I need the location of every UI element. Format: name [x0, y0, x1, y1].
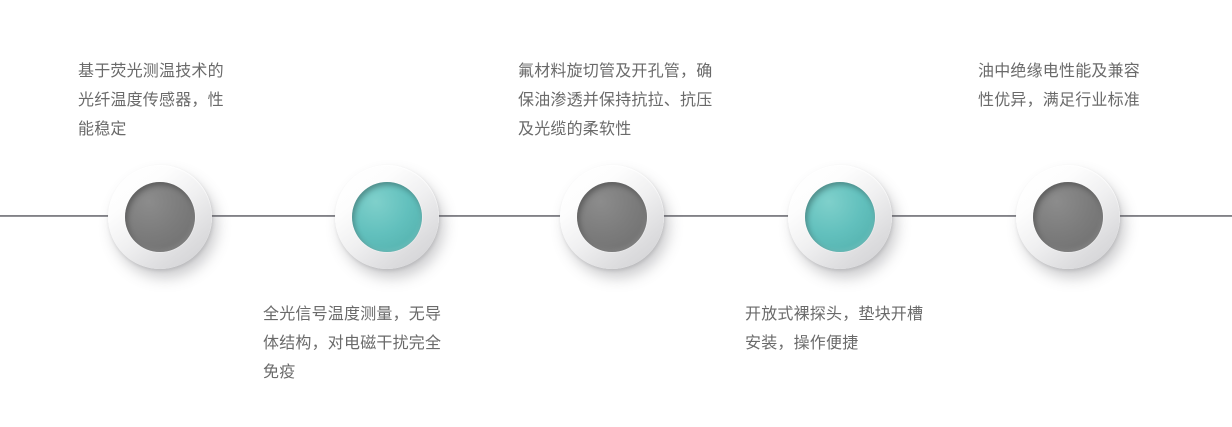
timeline-node-5-core [1033, 182, 1103, 252]
timeline-caption-2: 全光信号温度测量，无导 体结构，对电磁干扰完全 免疫 [263, 306, 442, 381]
timeline-node-3[interactable] [560, 165, 664, 269]
timeline-node-1[interactable] [108, 165, 212, 269]
timeline-caption-3: 氟材料旋切管及开孔管，确 保油渗透并保持抗拉、抗压 及光缆的柔软性 [518, 63, 713, 138]
timeline-caption-5: 油中绝缘电性能及兼容 性优异，满足行业标准 [978, 63, 1141, 109]
timeline-caption-1: 基于荧光测温技术的 光纤温度传感器，性 能稳定 [78, 63, 224, 138]
timeline-node-4-core [805, 182, 875, 252]
timeline-node-2[interactable] [335, 165, 439, 269]
timeline-node-4[interactable] [788, 165, 892, 269]
timeline-node-3-core [577, 182, 647, 252]
timeline-caption-4: 开放式裸探头，垫块开槽 安装，操作便捷 [745, 306, 924, 352]
timeline-node-1-core [125, 182, 195, 252]
timeline-node-5[interactable] [1016, 165, 1120, 269]
timeline-node-2-core [352, 182, 422, 252]
